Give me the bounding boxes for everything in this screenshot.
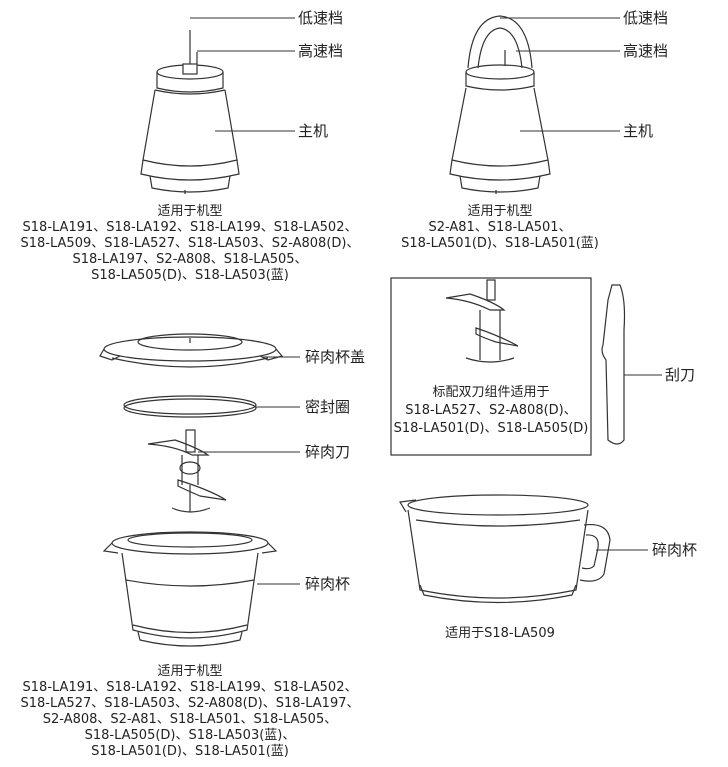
label-cup: 碎肉杯 [652,541,698,559]
caption-line: S18-LA505(D)、S18-LA503(蓝)、 [84,728,296,743]
caption-motor-1: 适用于机型 S18-LA191、S18-LA192、S18-LA199、S18-… [0,204,380,284]
caption-bowl: 适用于机型 S18-LA191、S18-LA192、S18-LA199、S18-… [0,664,380,760]
label-bowl: 碎肉杯 [305,575,351,593]
chopper-blade [147,429,227,513]
caption-line: 标配双刀组件适用于 [432,385,550,400]
label-low-speed-2: 低速档 [623,9,669,27]
caption-line: S18-LA191、S18-LA192、S18-LA199、S18-LA502、 [22,680,358,695]
caption-motor-2: 适用于机型 S2-A81、S18-LA501、 S18-LA501(D)、S18… [400,204,600,252]
caption-cup: 适用于S18-LA509 [400,626,600,642]
caption-line: S18-LA505(D)、S18-LA503(蓝) [91,268,289,283]
caption-line: S18-LA527、S18-LA503、S2-A808(D)、S18-LA197… [20,696,360,711]
motor-unit-2 [449,15,551,194]
seal-ring [123,395,257,418]
motor-unit-1 [140,30,240,194]
label-high-speed-2: 高速档 [623,42,669,60]
caption-double-blade: 标配双刀组件适用于 S18-LA527、S2-A808(D)、 S18-LA50… [391,384,591,438]
label-blade: 碎肉刀 [305,443,351,461]
caption-line: S18-LA501(D)、S18-LA501(蓝) [401,236,599,251]
caption-line: S18-LA197、S2-A808、S18-LA505、 [72,252,308,267]
label-lid: 碎肉杯盖 [305,348,366,366]
label-main-unit-2: 主机 [623,122,654,140]
caption-line: S18-LA527、S2-A808(D)、 [405,403,577,418]
double-blade-box [390,277,592,456]
caption-line: S2-A808、S2-A81、S18-LA501、S18-LA505、 [42,712,338,727]
caption-line: 适用于机型 [157,204,223,219]
caption-line: S18-LA501(D)、S18-LA501(蓝) [91,744,289,759]
label-low-speed-1: 低速档 [298,9,344,27]
bowl-lid [99,333,284,368]
caption-line: S18-LA501(D)、S18-LA505(D) [393,421,589,436]
leader-lines [190,17,662,585]
caption-line: S18-LA509、S18-LA527、S18-LA503、S2-A808(D)… [20,236,360,251]
caption-line: 适用于机型 [467,204,533,219]
label-scraper: 刮刀 [665,366,696,384]
caption-line: 适用于S18-LA509 [445,626,555,641]
label-seal-ring: 密封圈 [305,398,351,416]
label-main-unit-1: 主机 [298,122,329,140]
cup-la509 [399,494,611,604]
caption-line: S2-A81、S18-LA501、 [428,220,572,235]
caption-line: S18-LA191、S18-LA192、S18-LA199、S18-LA502、 [22,220,358,235]
label-high-speed-1: 高速档 [298,42,344,60]
scraper [601,284,626,445]
caption-line: 适用于机型 [157,664,223,679]
bowl [102,531,278,647]
